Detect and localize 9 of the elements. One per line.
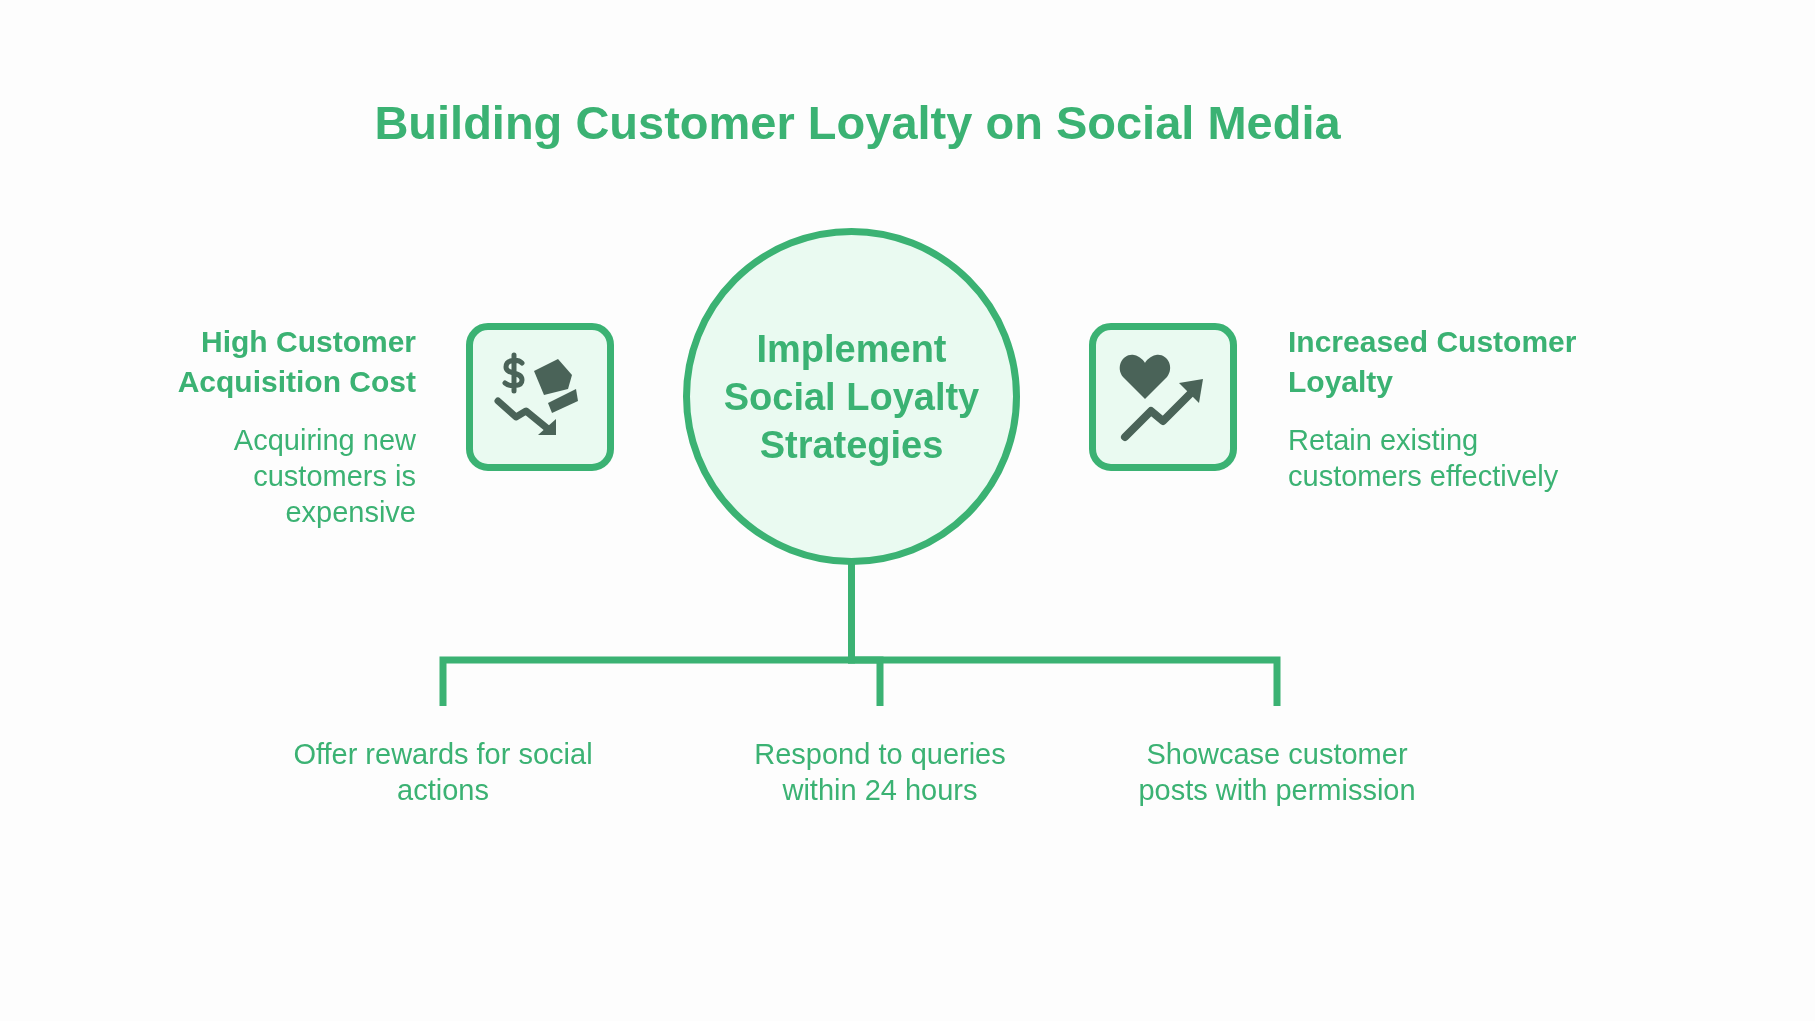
strategy-heading: Implement Social Loyalty Strategies [722,326,981,468]
action-text: Respond to queries within 24 hours [715,706,1045,808]
point-heading: Increased Customer Loyalty [1288,324,1578,400]
action-text: Offer rewards for social actions [278,706,608,808]
title: Building Customer Loyalty on Social Media [373,95,1342,150]
action-text: Showcase customer posts with permission [1112,706,1442,808]
point-description: Acquiring new customers is expensive [232,423,416,530]
point-description: Retain existing customers effectively [1288,423,1560,494]
point-heading: High Customer Acquisition Cost [176,324,416,400]
